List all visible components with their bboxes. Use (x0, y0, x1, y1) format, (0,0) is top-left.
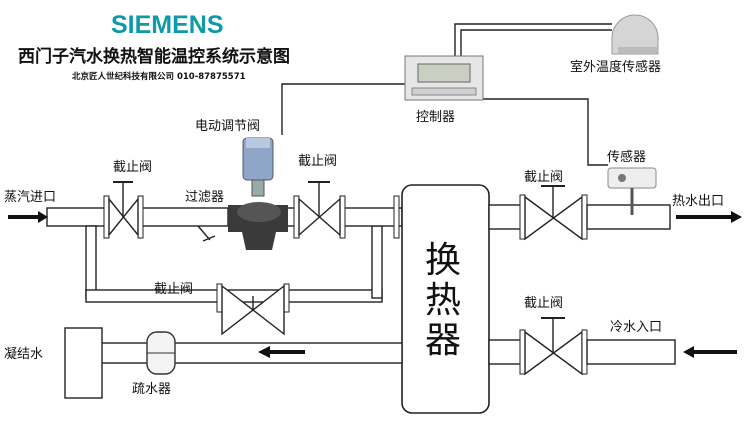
steam-pipe-2 (137, 207, 229, 227)
shutoff-valve-cold-icon (524, 317, 583, 376)
electric-valve-icon (228, 137, 288, 250)
electric-valve-label: 电动调节阀 (195, 119, 260, 134)
drain-trap-label: 疏水器 (132, 382, 171, 397)
controller-icon (404, 55, 484, 101)
shutoff-valve-hot-label: 截止阀 (524, 170, 563, 185)
outdoor-sensor-label: 室外温度传感器 (570, 59, 661, 75)
brand-logo: SIEMENS (111, 11, 224, 39)
valve-control-wire (281, 83, 405, 135)
shutoff-valve-1-label: 截止阀 (113, 160, 152, 175)
flange (519, 194, 526, 240)
shutoff-valve-cold-label: 截止阀 (524, 296, 563, 311)
condensate-arrowhead (258, 346, 270, 358)
condensate-pipe (99, 342, 403, 364)
steam-inlet-arrowhead (38, 211, 48, 223)
sensor-wire (470, 98, 608, 166)
steam-pipe-4 (339, 207, 403, 227)
shutoff-valve-2-label: 截止阀 (298, 154, 337, 169)
heat-exchanger-char-3: 器 (425, 320, 461, 361)
hot-water-pipe-1 (488, 204, 526, 230)
cold-water-pipe-2 (586, 339, 676, 365)
heat-exchanger-char-2: 热 (425, 280, 461, 321)
condensate-label: 凝结水 (4, 346, 43, 362)
flange (103, 195, 110, 239)
temperature-sensor-icon (607, 167, 657, 215)
shutoff-valve-1-icon (108, 181, 139, 237)
bypass-drop-left (85, 225, 97, 299)
hot-water-outlet-label: 热水出口 (672, 194, 724, 209)
bypass-rise-right (371, 225, 383, 299)
condensate-tank (64, 327, 103, 399)
controller-label: 控制器 (416, 110, 455, 125)
shutoff-valve-2-icon (298, 181, 341, 237)
steam-inlet-label: 蒸汽进口 (4, 190, 56, 205)
hot-water-pipe-2 (586, 204, 671, 230)
filter-icon (197, 225, 216, 242)
shutoff-valve-bypass-label: 截止阀 (154, 282, 193, 297)
outdoor-sensor-wire (454, 23, 612, 59)
flange (581, 329, 588, 375)
heat-exchanger-char-1: 换 (425, 240, 461, 281)
diagram-title: 西门子汽水换热智能温控系统示意图 (18, 46, 290, 67)
drain-trap-icon (146, 331, 176, 375)
company-line: 北京匠人世纪科技有限公司 010-87875571 (72, 71, 246, 82)
cold-water-arrowhead (683, 346, 694, 358)
flange (519, 329, 526, 375)
sensor-label: 传感器 (607, 149, 646, 165)
flange (293, 195, 300, 239)
heat-exchanger-body (401, 184, 490, 414)
shutoff-valve-hot-icon (524, 185, 583, 241)
flange (137, 195, 144, 239)
cold-water-inlet-label: 冷水入口 (610, 320, 662, 335)
filter-label: 过滤器 (185, 190, 224, 205)
hot-water-arrowhead (731, 211, 742, 223)
flange (339, 195, 346, 239)
flange (393, 195, 400, 239)
outdoor-sensor-icon (611, 14, 659, 55)
outdoor-sensor-wire-2 (460, 29, 612, 59)
flange (581, 194, 588, 240)
steam-inlet-pipe (46, 207, 110, 227)
shutoff-valve-bypass-icon (216, 283, 290, 336)
cold-water-pipe-1 (488, 339, 526, 365)
